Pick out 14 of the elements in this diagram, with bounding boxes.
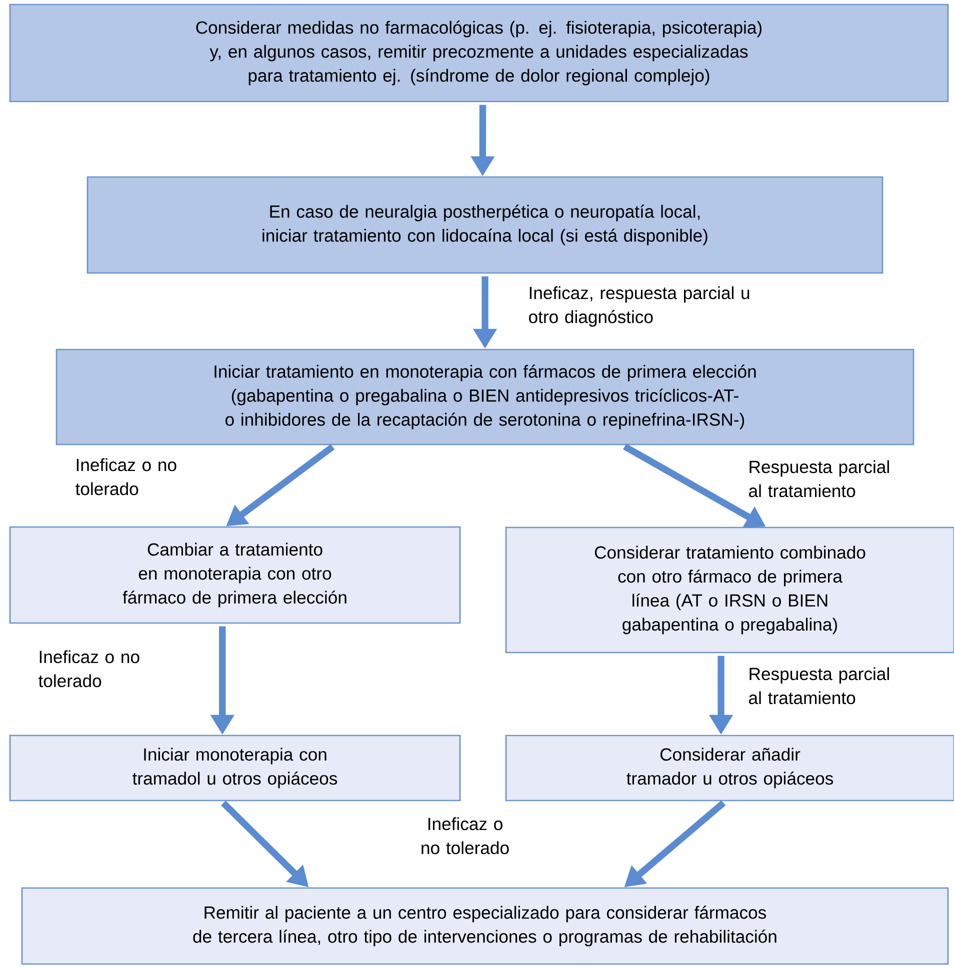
edge-label: Respuesta parcial al tratamiento [749, 460, 889, 498]
process-box: Considerar tratamiento combinado con otro fármaco de primera línea (AT o IRSN o BIEN gabapentina o pregabalina) [505, 526, 954, 654]
edge-label: Ineficaz, respuesta parcial u otro diagnóstico [529, 286, 750, 327]
process-box: En caso de neuralgia postherpética o neuropatía local, iniciar tratamiento con lidocaína local (si está disponible) [86, 176, 884, 274]
process-box: Considerar añadir tramador u otros opiáceos [505, 734, 954, 802]
process-box: Considerar medidas no farmacológicas (p. ej. fisioterapia, psicoterapia) y, en algunos casos, remitir precozmente a unidades especializadas para tratamiento ej. (síndrome de dolor regional complejo) [9, 4, 949, 102]
process-box: Cambiar a tratamiento en monoterapia con otro fármaco de primera elección [9, 526, 461, 624]
edge-label: Ineficaz o no tolerado [76, 458, 176, 496]
note-text: Ineficaz o no tolerado [422, 817, 509, 854]
edge-label: Respuesta parcial al tratamiento [749, 667, 889, 704]
edge-label: Ineficaz o no tolerado [38, 650, 140, 688]
process-box: Iniciar monoterapia con tramadol u otros opiáceos [9, 734, 461, 802]
process-box: Remitir al paciente a un centro especializado para considerar fármacos de tercera línea, otro tipo de intervenciones o programas de rehabilitación [21, 887, 949, 965]
process-box: Iniciar tratamiento en monoterapia con fármacos de primera elección (gabapentina o pregabalina o BIEN antidepresivos tricíclicos-AT- o inhibidores de la recaptación de serotonina o repinefrina-IRSN-) [56, 348, 914, 446]
